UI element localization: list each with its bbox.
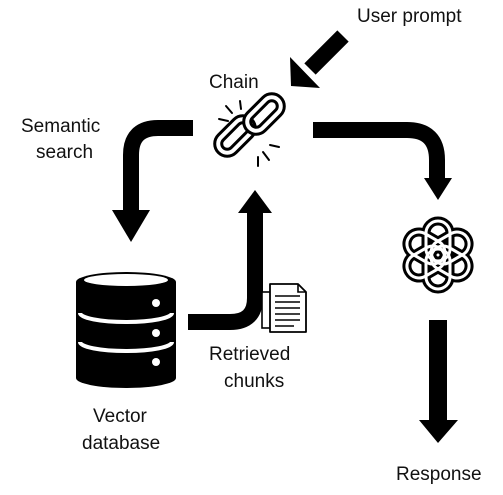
semantic-search-arrow	[112, 120, 193, 242]
vector-database-label-line2: database	[82, 433, 160, 454]
retrieved-chunks-label-line2: chunks	[224, 371, 284, 392]
prompt-to-chain-arrow	[290, 30, 349, 88]
chain-label: Chain	[209, 72, 259, 93]
openai-knot-icon	[402, 216, 474, 294]
chain-to-llm-arrow	[313, 122, 452, 200]
llm-to-response-arrow	[419, 320, 458, 443]
retrieved-chunks-arrow	[188, 190, 272, 330]
retrieved-chunks-label-line1: Retrieved	[209, 344, 290, 365]
semantic-search-label-line2: search	[36, 142, 93, 163]
semantic-search-label-line1: Semantic	[21, 116, 100, 137]
vector-database-label-line1: Vector	[93, 406, 148, 427]
chain-link-icon	[213, 92, 286, 167]
user-prompt-label: User prompt	[357, 6, 462, 27]
document-icon	[261, 283, 307, 333]
response-label: Response	[396, 464, 482, 485]
database-cylinder-icon	[76, 272, 176, 388]
